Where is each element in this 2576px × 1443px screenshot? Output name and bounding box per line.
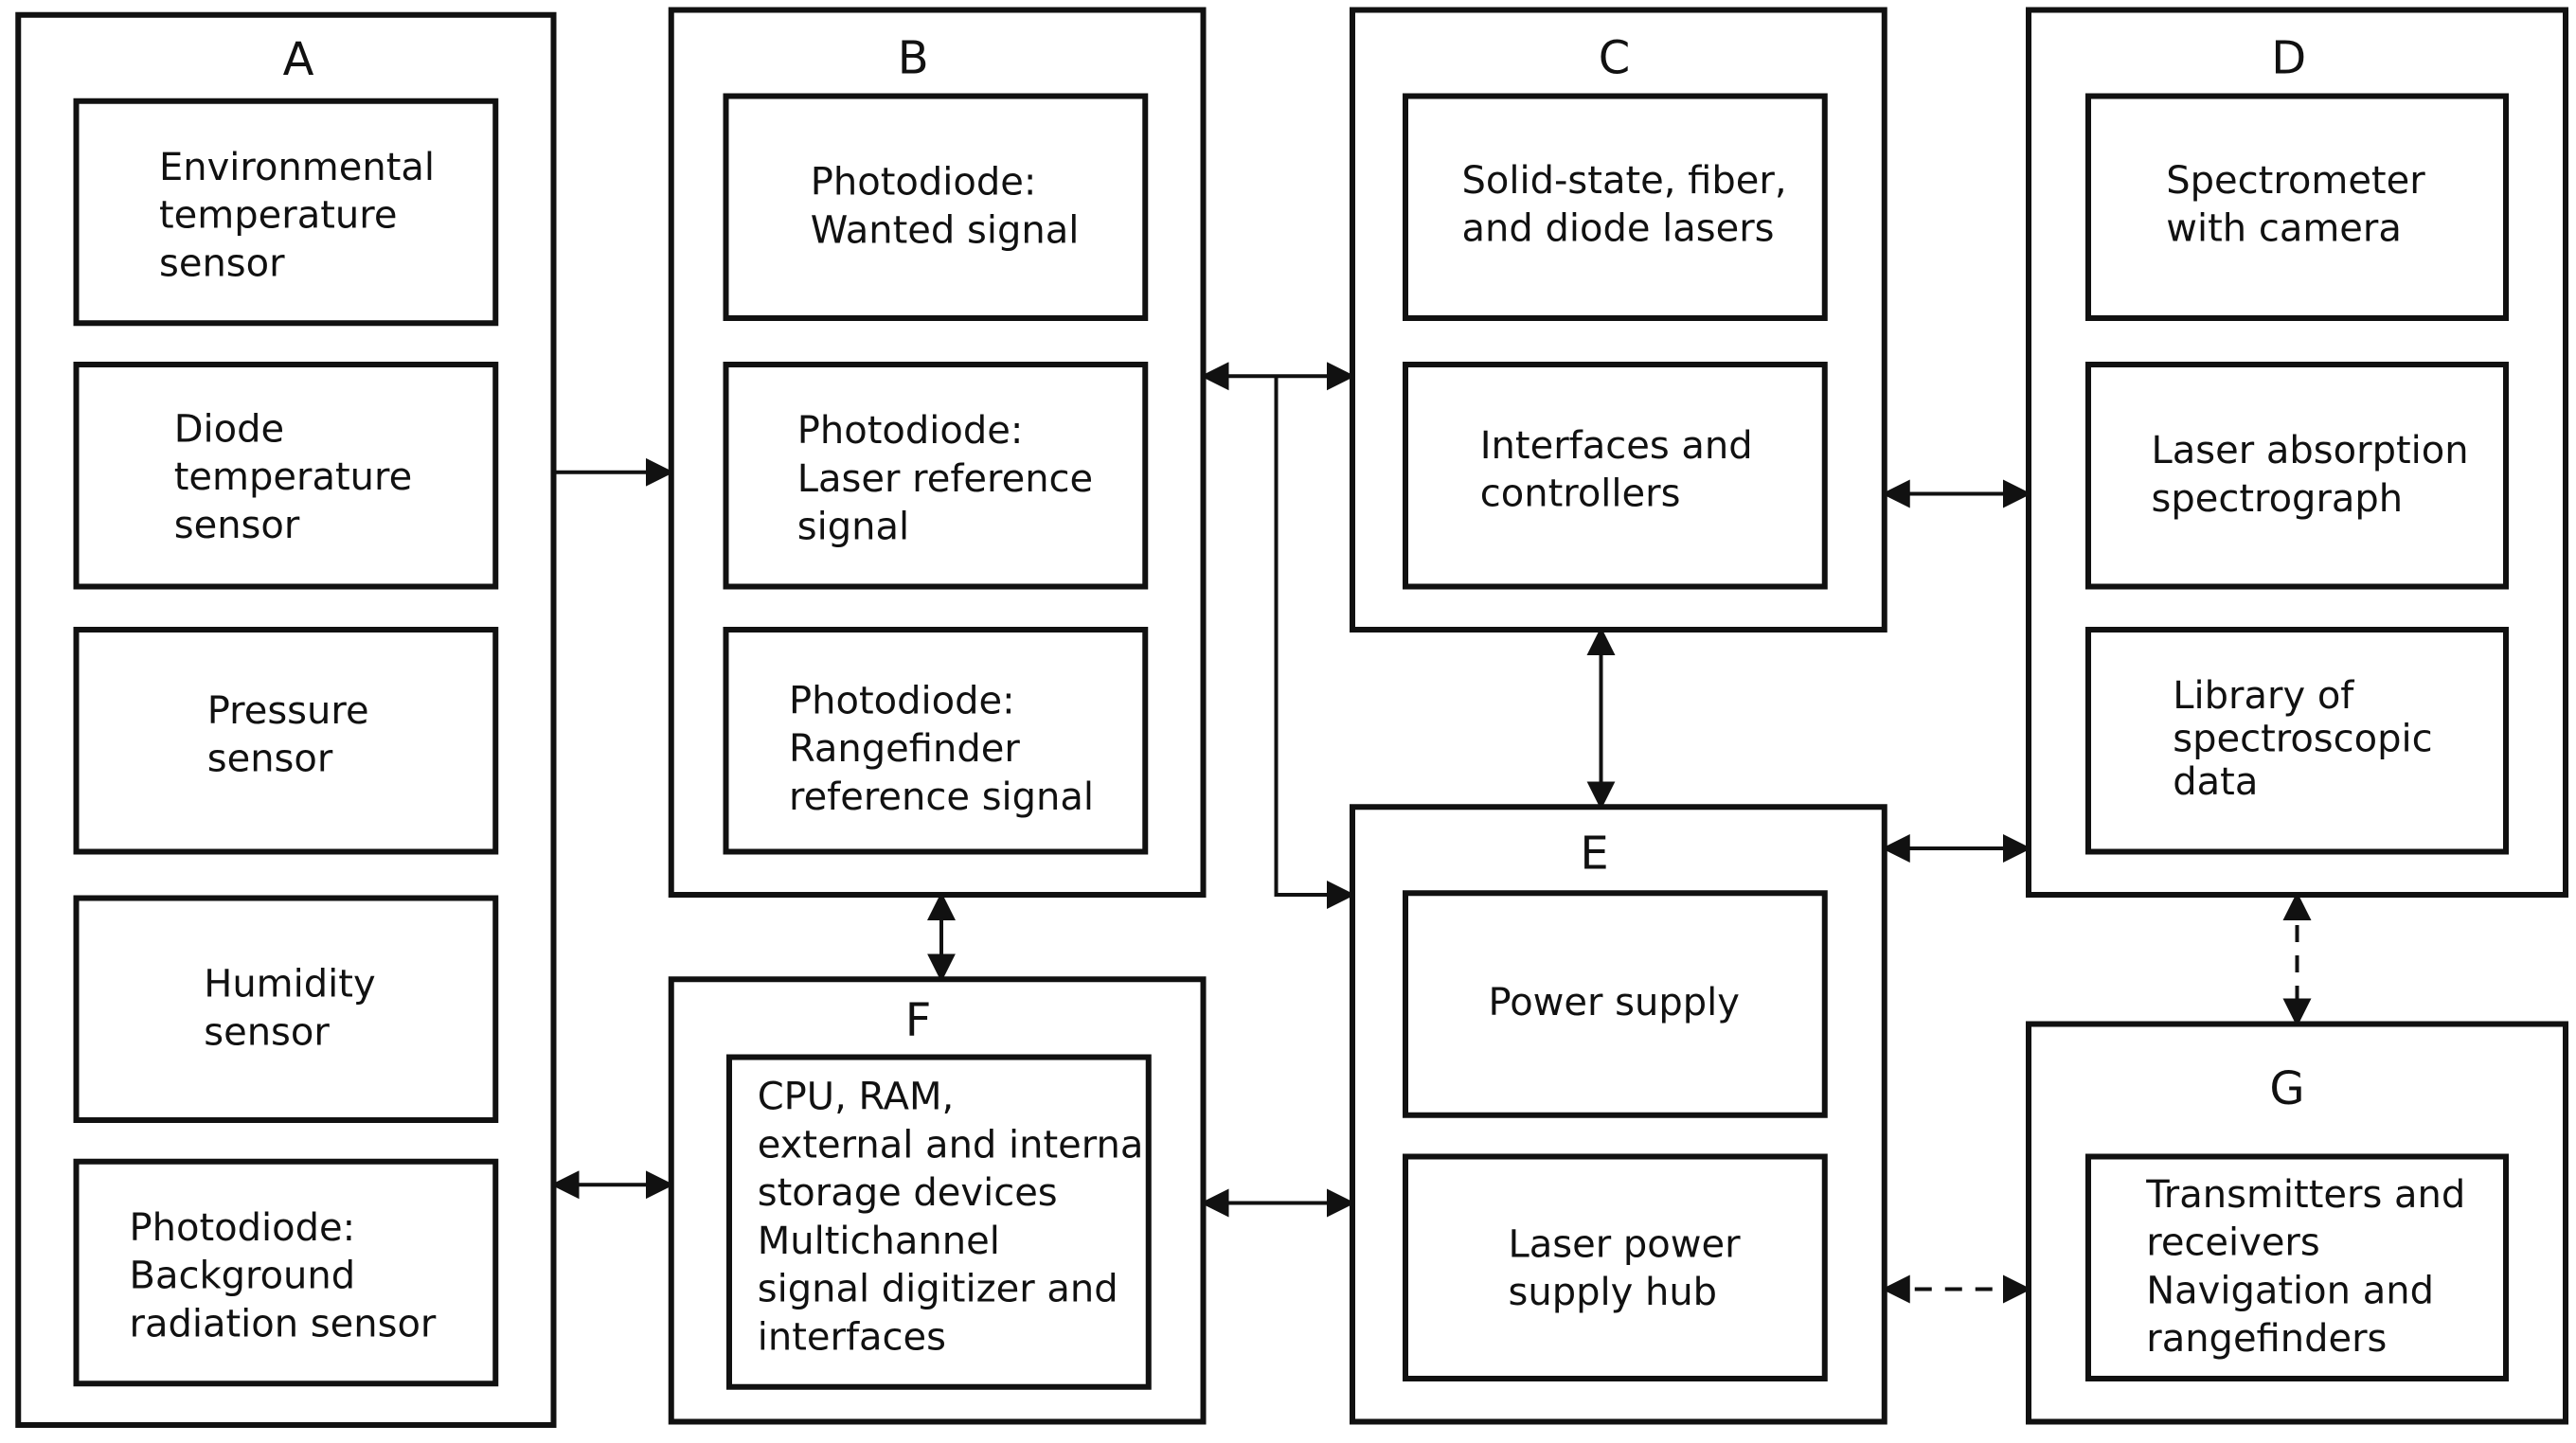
component-box [1403, 1153, 1828, 1381]
component-box [1403, 890, 1828, 1118]
component-label-line: Photodiode: [797, 409, 1024, 453]
component-label-line: sensor [207, 738, 333, 781]
block-b-item-1: Photodiode:Wanted signal [723, 93, 1149, 321]
component-box [2085, 362, 2509, 590]
block-a-label: A [283, 33, 314, 86]
component-label-line: Wanted signal [811, 208, 1080, 252]
block-e-item-1: Power supply [1403, 890, 1828, 1118]
component-box [73, 362, 499, 590]
component-label-line: Photodiode: [789, 679, 1015, 722]
block-g-label: G [2269, 1062, 2304, 1115]
component-label-line: Photodiode: [811, 161, 1037, 205]
block-a: AEnvironmentaltemperaturesensorDiodetemp… [15, 11, 557, 1428]
block-f-label: F [905, 994, 932, 1047]
component-label-line: Laser power [1509, 1222, 1742, 1266]
blocks: AEnvironmentaltemperaturesensorDiodetemp… [15, 7, 2568, 1428]
block-b-item-2: Photodiode:Laser reference signal [723, 362, 1149, 590]
component-label-line: reference signal [789, 775, 1094, 819]
component-label-line: temperature [159, 194, 397, 238]
component-label-line: Transmitters and [2145, 1173, 2465, 1217]
component-label-line: receivers [2146, 1221, 2319, 1265]
component-label-line: signal [797, 506, 909, 549]
component-label-line: Laser reference [797, 457, 1093, 501]
block-e-item-2: Laser power supply hub [1403, 1153, 1828, 1381]
component-box [723, 627, 1149, 855]
component-label-line: storage devices [758, 1171, 1058, 1215]
block-e-label: E [1580, 827, 1608, 880]
component-label-line: with camera [2166, 207, 2402, 251]
component-label-line: external and internal [758, 1123, 1154, 1167]
component-label-line: controllers [1480, 472, 1681, 516]
component-label-line: Power supply [1489, 981, 1740, 1024]
component-label-line: Spectrometer [2166, 159, 2425, 203]
component-label-line: Environmental [159, 146, 435, 189]
component-label-line: Solid-state, fiber, [1462, 159, 1787, 203]
component-box [1403, 362, 1828, 590]
component-box [1403, 93, 1828, 321]
block-d-item-2: Laser absorption spectrograph [2085, 362, 2509, 590]
component-label-line: Library of [2173, 674, 2354, 718]
connector-b-e [1274, 376, 1355, 909]
component-box [723, 362, 1149, 590]
component-label-line: spectroscopic [2173, 718, 2432, 761]
component-label-line: sensor [204, 1010, 330, 1054]
component-label-line: Laser absorption [2152, 429, 2469, 472]
block-a-item-3: Pressure sensor [73, 627, 499, 855]
component-box [73, 1158, 499, 1387]
component-label-line: interfaces [758, 1315, 946, 1359]
connectors [550, 362, 2312, 1304]
component-label-line: Pressure [207, 689, 369, 733]
component-label-line: sensor [159, 241, 285, 285]
component-label-line: Multichannel [758, 1220, 1000, 1263]
component-label-line: CPU, RAM, [758, 1076, 955, 1119]
component-box [73, 98, 499, 327]
component-label-line: Diode [174, 407, 284, 451]
component-label-line: temperature [174, 455, 412, 499]
block-c-item-1: Solid-state, fiber,and diode lasers [1403, 93, 1828, 321]
component-label-line: spectrograph [2152, 477, 2404, 521]
component-label-line: radiation sensor [130, 1302, 437, 1345]
component-label-line: sensor [174, 504, 300, 547]
component-label-line: signal digitizer and [758, 1268, 1118, 1311]
component-box [723, 93, 1149, 321]
component-label-line: and diode lasers [1462, 207, 1775, 251]
component-label-line: Humidity [204, 963, 375, 1007]
component-label-line: Navigation and [2146, 1269, 2434, 1312]
component-box [73, 627, 499, 855]
block-d-label: D [2271, 31, 2306, 84]
block-b-label: B [898, 31, 929, 84]
component-box [726, 1054, 1152, 1390]
component-label-line: Background [130, 1255, 356, 1298]
component-label-line: rangefinders [2146, 1317, 2387, 1361]
component-label-line: data [2173, 760, 2258, 804]
block-c: C Solid-state, fiber,and diode lasersInte… [1350, 7, 1887, 632]
component-label-line: Interfaces and [1480, 424, 1753, 468]
component-box [73, 895, 499, 1123]
component-label-line: Rangefinder [789, 727, 1020, 771]
component-label-line: supply hub [1509, 1271, 1718, 1314]
component-box [2085, 627, 2509, 855]
block-c-label: C [1599, 31, 1631, 84]
component-label-line: Photodiode: [130, 1206, 356, 1250]
component-box [2085, 1153, 2509, 1381]
component-box [2085, 93, 2509, 321]
